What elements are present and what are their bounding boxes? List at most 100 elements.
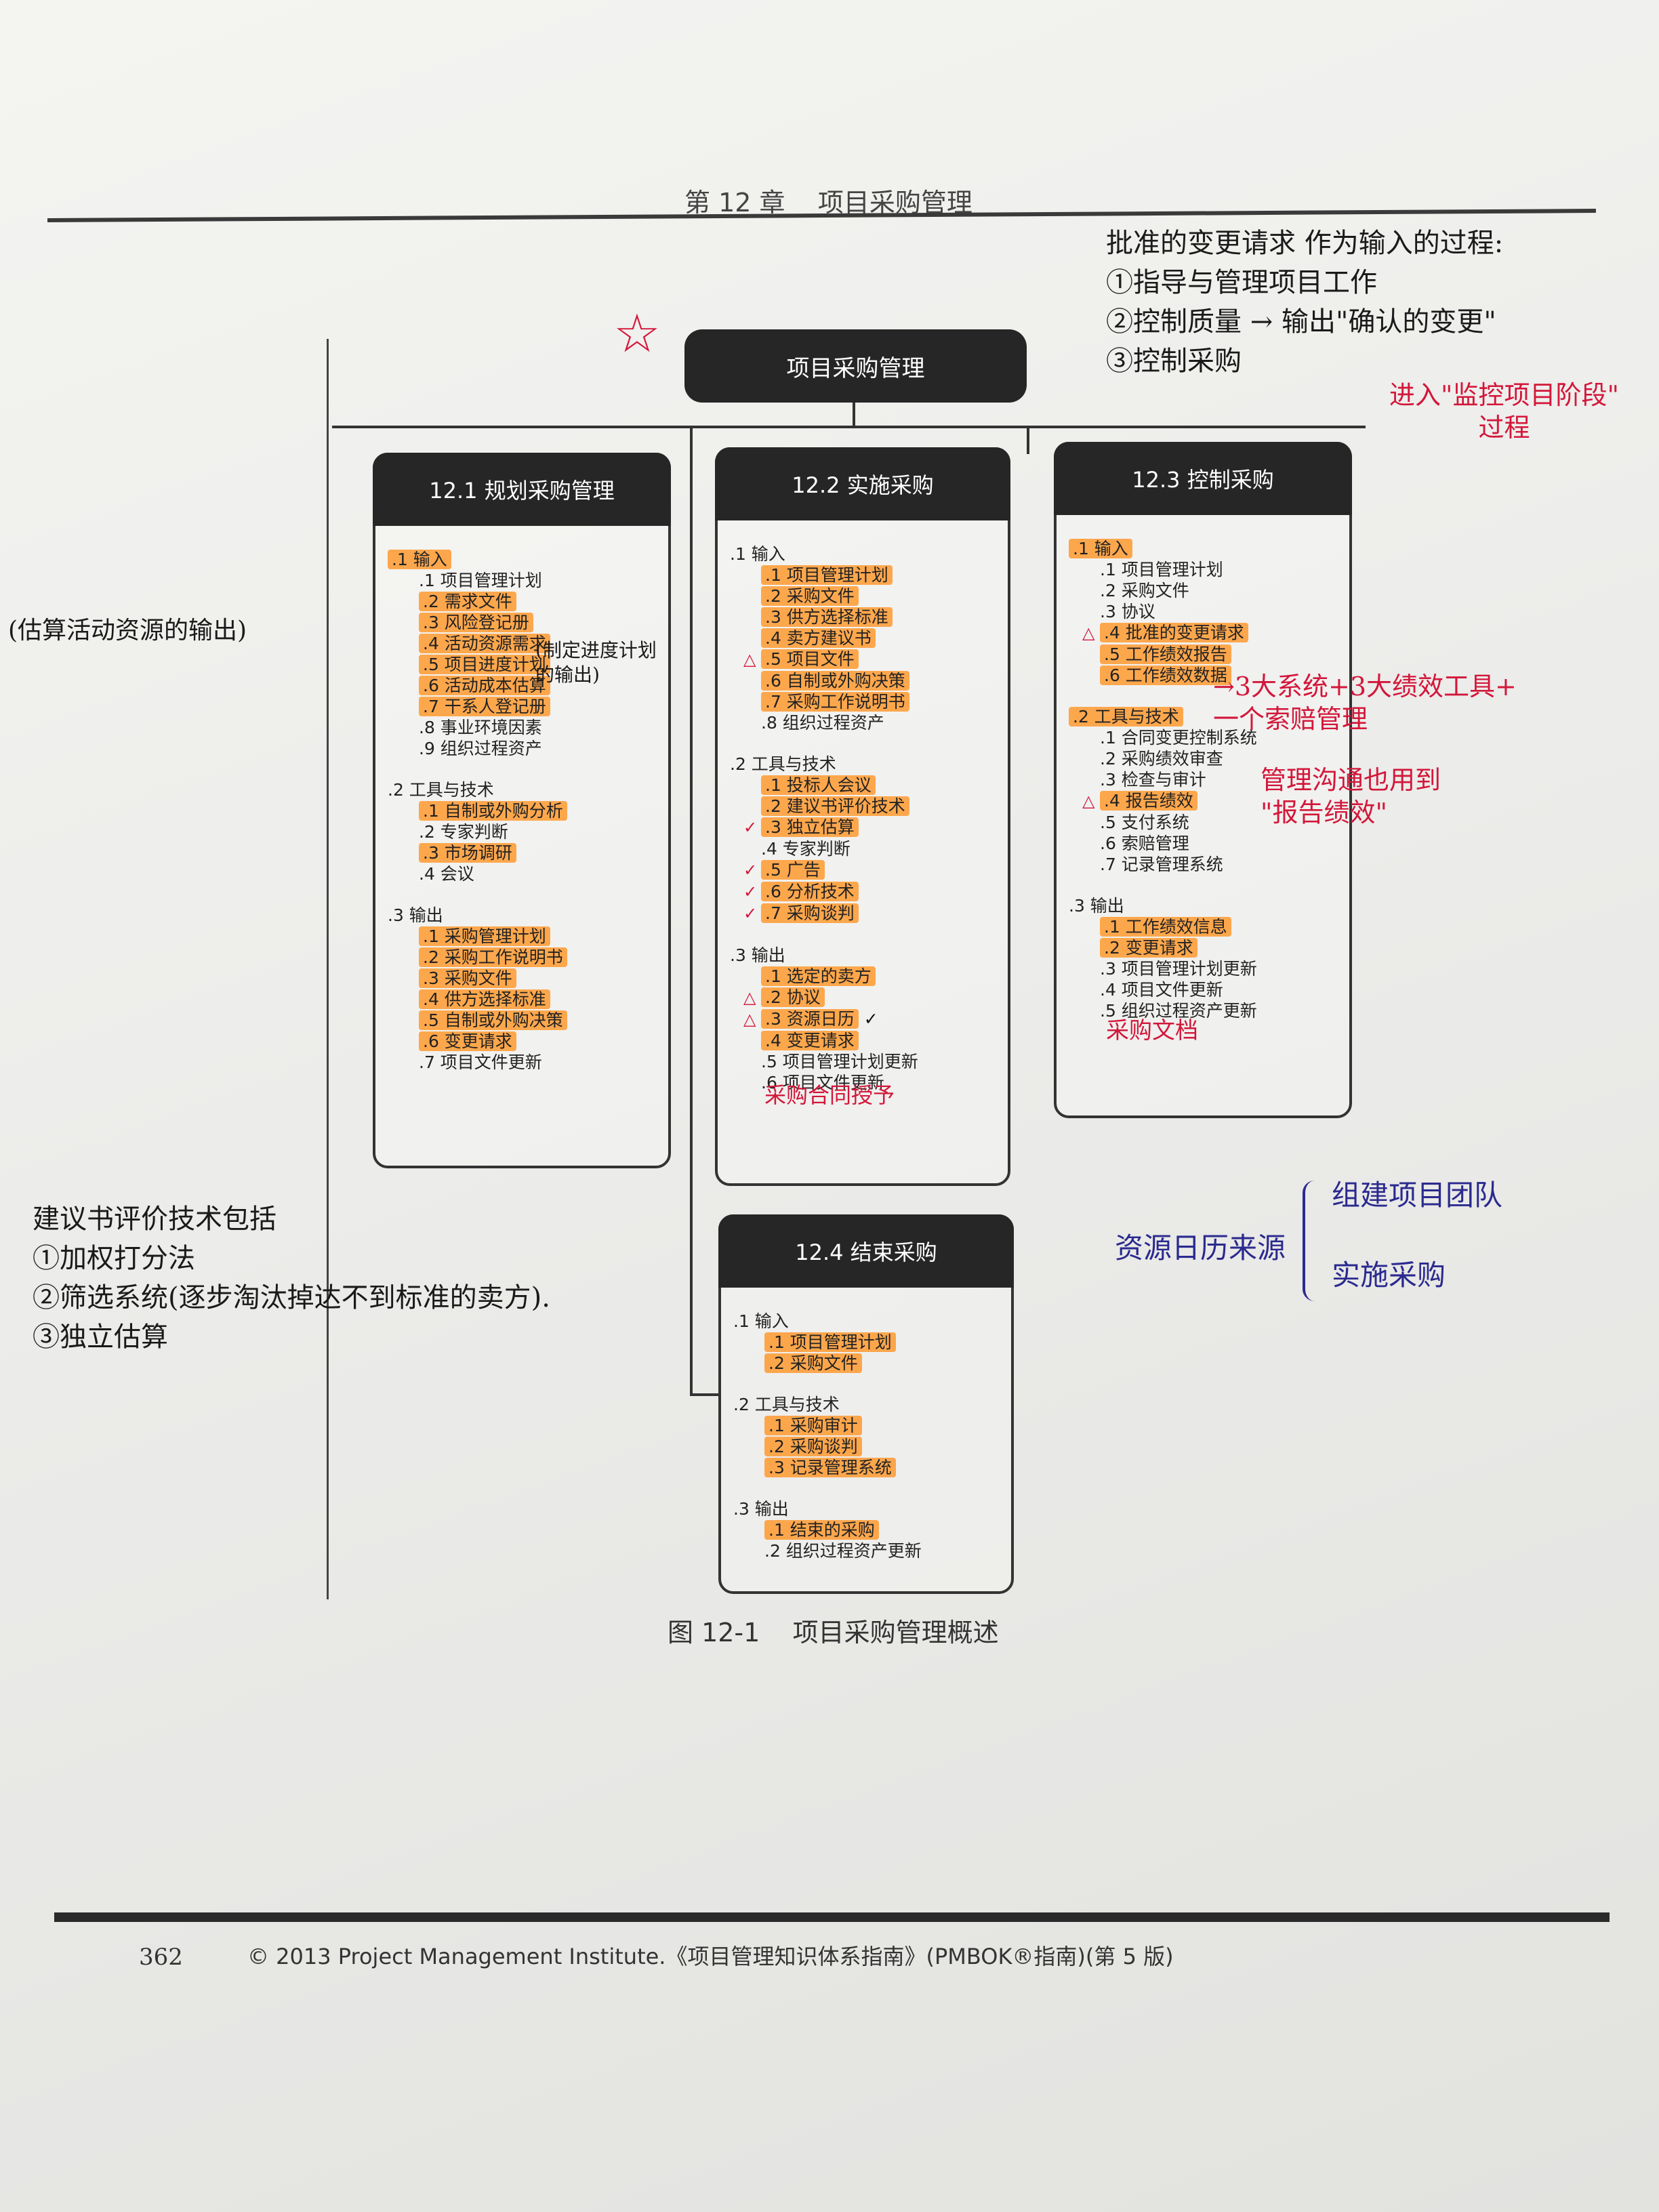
list-item: .1 选定的卖方 — [730, 966, 1001, 987]
list-item: .1 工作绩效信息 — [1069, 916, 1343, 937]
list-item: .4 专家判断 — [761, 839, 851, 859]
list-item: ✓.6 分析技术 — [730, 881, 1001, 903]
section-title-output: .3 输出 — [730, 945, 785, 965]
connector-to-p4 — [690, 1393, 720, 1396]
triangle-mark-icon: △ — [743, 988, 756, 1007]
list-item: .1 合同变更控制系统 — [1100, 728, 1257, 747]
list-item: .7 采购工作说明书 — [730, 691, 1001, 712]
list-item: .1 项目管理计划 — [733, 1332, 1004, 1353]
list-item: .3 记录管理系统 — [733, 1457, 1004, 1478]
list-item: .7 记录管理系统 — [1100, 855, 1223, 874]
note-schedule-output: (制定进度计划 的输出) — [535, 639, 657, 687]
check-mark-icon: ✓ — [743, 882, 758, 901]
list-item: .2 需求文件 — [388, 591, 661, 612]
list-item: .5 工作绩效报告 — [1069, 644, 1343, 665]
list-item: .2 采购工作说明书 — [388, 947, 661, 968]
note-eval-techniques: 建议书评价技术包括 ①加权打分法 ②筛选系统(逐步淘汰掉达不到标准的卖方). ③… — [33, 1204, 550, 1353]
list-item: .3 市场调研 — [388, 842, 661, 863]
list-item: .2 组织过程资产更新 — [764, 1541, 922, 1561]
process-title: 12.1 规划采购管理 — [373, 453, 671, 526]
list-item: .2 变更请求 — [1069, 937, 1343, 958]
list-item: .4 活动资源需求 — [388, 633, 661, 654]
list-item: .3 检查与审计 — [1100, 770, 1206, 790]
note-resource-items: 组建项目团队 实施采购 — [1332, 1179, 1503, 1292]
list-item: .8 组织过程资产 — [761, 713, 884, 733]
list-item: .7 干系人登记册 — [388, 696, 661, 717]
list-item: ✓.5 广告 — [730, 859, 1001, 881]
list-item: .3 采购文件 — [388, 968, 661, 989]
section-title-tools: .2 工具与技术 — [733, 1395, 840, 1414]
list-item: .2 采购文件 — [733, 1353, 1004, 1374]
note-report: 管理沟通也用到 "报告绩效" — [1261, 765, 1441, 827]
list-item: .1 采购管理计划 — [388, 926, 661, 947]
list-item: .4 项目文件更新 — [1100, 980, 1223, 1000]
process-title: 12.2 实施采购 — [715, 447, 1010, 520]
list-item: .3 供方选择标准 — [730, 607, 1001, 628]
triangle-mark-icon: △ — [743, 650, 756, 669]
connector-horizontal — [332, 426, 1366, 428]
section-title-tools: .2 工具与技术 — [1069, 706, 1343, 727]
list-item: .7 项目文件更新 — [419, 1052, 542, 1072]
list-item: .6 自制或外购决策 — [730, 670, 1001, 691]
list-item: .3 协议 — [1100, 602, 1155, 621]
list-item: △.4 批准的变更请求 — [1069, 622, 1343, 644]
list-item: .5 支付系统 — [1100, 813, 1189, 832]
list-item: .3 项目管理计划更新 — [1100, 959, 1257, 979]
figure-caption: 图 12-1 项目采购管理概述 — [668, 1618, 999, 1647]
list-item: .4 卖方建议书 — [730, 628, 1001, 649]
connector-root-down — [853, 403, 855, 427]
section-title-input: .1 输入 — [388, 549, 661, 570]
process-title: 12.3 控制采购 — [1054, 442, 1352, 515]
note-enter-monitor: 进入"监控项目阶段" 过程 — [1389, 380, 1619, 443]
list-item: .4 供方选择标准 — [388, 989, 661, 1010]
note-tools: →3大系统+3大绩效工具+ 一个索赔管理 — [1213, 672, 1517, 734]
section-title-output: .3 输出 — [733, 1499, 789, 1519]
root-process-box: 项目采购管理 — [684, 329, 1027, 403]
triangle-mark-icon: △ — [1082, 623, 1095, 642]
list-item: .6 工作绩效数据 — [1069, 665, 1343, 686]
list-item: .5 项目管理计划更新 — [761, 1052, 918, 1071]
process-title: 12.4 结束采购 — [718, 1214, 1014, 1288]
process-box-12-2: 12.2 实施采购 .1 输入 .1 项目管理计划 .2 采购文件 .3 供方选… — [715, 447, 1010, 1186]
section-title-input: .1 输入 — [730, 544, 785, 564]
list-item: ✓.7 采购谈判 — [730, 903, 1001, 924]
list-item: .2 采购文件 — [1100, 581, 1189, 600]
list-item: .1 项目管理计划 — [1100, 560, 1223, 579]
list-item: ✓.3 独立估算 — [730, 817, 1001, 838]
list-item: .2 采购谈判 — [733, 1436, 1004, 1457]
list-item: .6 变更请求 — [388, 1031, 661, 1052]
list-item: .1 结束的采购 — [733, 1519, 1004, 1540]
copyright-footer: © 2013 Project Management Institute.《项目管… — [247, 1944, 1174, 1969]
section-title-tools: .2 工具与技术 — [388, 780, 494, 800]
note-contract-doc: 采购文档 — [1106, 1017, 1198, 1044]
connector-spine — [690, 427, 693, 1396]
process-box-12-1: 12.1 规划采购管理 .1 输入 .1 项目管理计划 .2 需求文件 .3 风… — [373, 453, 671, 1168]
section-title-output: .3 输出 — [1069, 896, 1124, 916]
section-title-input: .1 输入 — [733, 1311, 789, 1331]
left-margin-line — [327, 339, 329, 1599]
list-item: .6 索赔管理 — [1100, 834, 1189, 853]
list-item: △.2 协议 — [730, 987, 1001, 1008]
check-mark-icon: ✓ — [858, 1009, 878, 1029]
list-item: △.4 报告绩效 — [1069, 790, 1343, 812]
bottom-rule — [54, 1912, 1610, 1922]
list-item: .9 组织过程资产 — [419, 739, 542, 758]
list-item: .5 自制或外购决策 — [388, 1010, 661, 1031]
list-item: .1 自制或外购分析 — [388, 800, 661, 821]
list-item: .5 项目进度计划 — [388, 654, 661, 675]
connector-to-p3 — [1027, 427, 1029, 454]
list-item: .2 采购绩效审查 — [1100, 749, 1223, 769]
section-title-output: .3 输出 — [388, 905, 443, 925]
process-box-12-3: 12.3 控制采购 .1 输入 .1 项目管理计划 .2 采购文件 .3 协议 … — [1054, 442, 1352, 1118]
list-item: .1 采购审计 — [733, 1415, 1004, 1436]
note-contract-award: 采购合同授予 — [764, 1082, 895, 1108]
list-item: △.3 资源日历 ✓ — [743, 1009, 878, 1029]
triangle-mark-icon: △ — [1082, 792, 1095, 811]
triangle-mark-icon: △ — [743, 1010, 756, 1029]
list-item: .1 投标人会议 — [730, 775, 1001, 796]
list-item: .4 变更请求 — [730, 1030, 1001, 1051]
brace-icon — [1303, 1181, 1323, 1301]
check-mark-icon: ✓ — [743, 861, 758, 880]
section-title-tools: .2 工具与技术 — [730, 754, 836, 774]
list-item: .5 组织过程资产更新 — [1100, 1001, 1257, 1021]
